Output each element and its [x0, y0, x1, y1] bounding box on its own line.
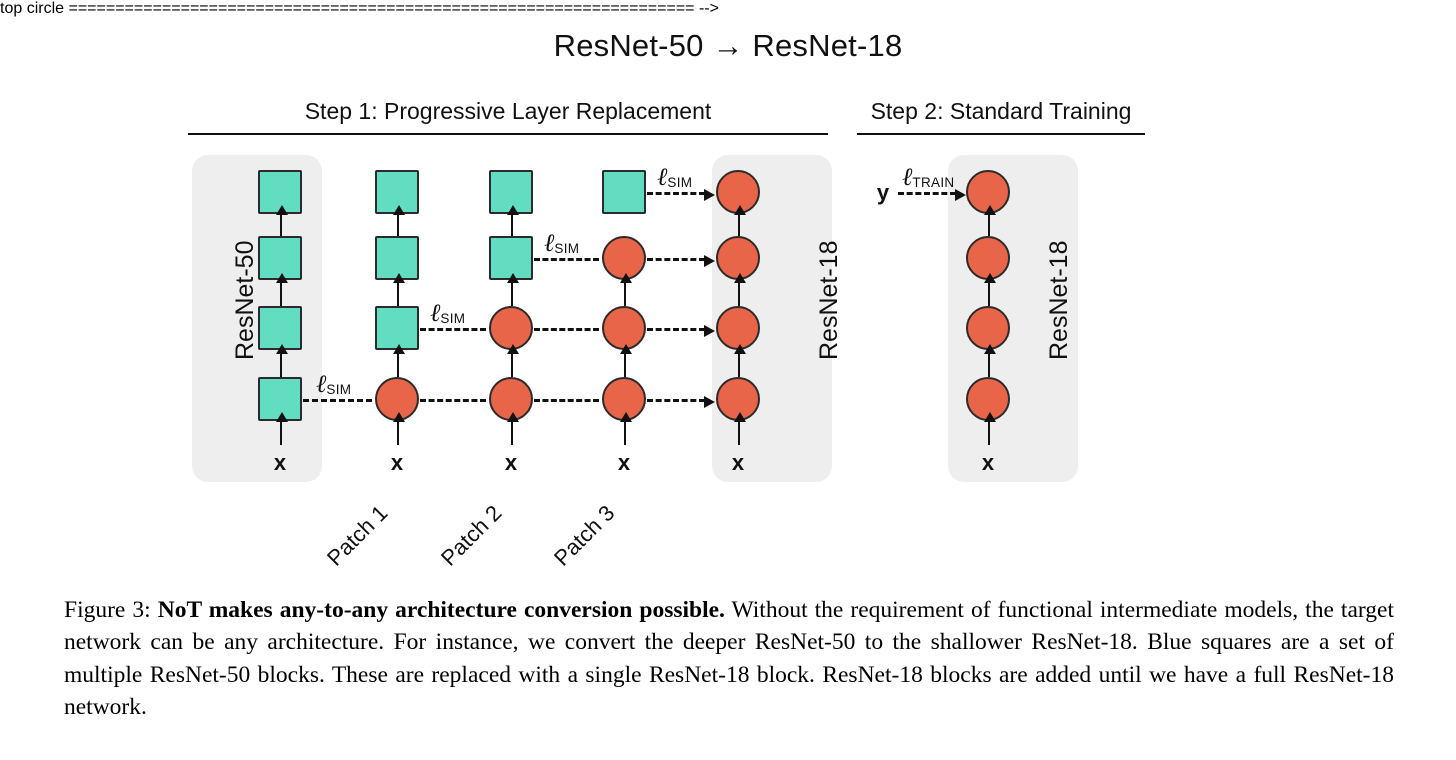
arrow-resnet18-input	[733, 412, 746, 445]
input-label-resnet18: x	[731, 450, 745, 475]
loss-subscript: SIM	[667, 175, 693, 190]
arrow-patch1-2-3	[392, 273, 405, 306]
patch-label-1: Patch 1	[322, 500, 393, 571]
arrow-resnet18-2-3	[733, 273, 746, 306]
arrow-resnet18-step2-2-3	[983, 273, 996, 306]
input-label-resnet50: x	[273, 450, 287, 475]
train-connector	[898, 188, 966, 201]
panel-label-resnet18: ResNet-18	[815, 240, 843, 361]
arrow-resnet50-input	[275, 412, 288, 445]
arrow-patch2-3-4	[506, 205, 519, 236]
loss-subscript: SIM	[440, 311, 466, 326]
loss-label-sim-3: ℓSIM	[544, 231, 579, 256]
caption-bold: NoT makes any-to-any architecture conver…	[157, 597, 725, 623]
arrow-resnet50-3-4	[275, 205, 288, 236]
arrow-patch3-1-2	[619, 344, 632, 377]
loss-symbol-icon: ℓ	[430, 300, 441, 327]
sim-connector-row2-b	[534, 328, 599, 331]
loss-subscript: SIM	[554, 241, 580, 256]
node-resnet18-step2-block-3	[966, 236, 1010, 280]
arrow-resnet50-1-2	[275, 344, 288, 377]
arrow-patch1-1-2	[392, 344, 405, 377]
arrow-patch2-2-3	[506, 273, 519, 306]
input-label-resnet18-step2: x	[981, 450, 995, 475]
arrow-patch1-3-4	[392, 205, 405, 236]
input-label-patch3: x	[617, 450, 631, 475]
sim-connector-row2-a	[420, 328, 486, 331]
caption-prefix: Figure 3:	[64, 597, 158, 623]
node-resnet50-block-2	[258, 306, 302, 350]
sim-connector-row3-b	[647, 254, 715, 267]
loss-label-sim-4: ℓSIM	[657, 165, 692, 190]
patch-label-2: Patch 2	[436, 500, 507, 571]
arrow-resnet18-step2-input	[983, 412, 996, 445]
sim-connector-row1-a	[303, 399, 372, 402]
loss-subscript: SIM	[326, 382, 352, 397]
input-label-patch1: x	[390, 450, 404, 475]
arrow-resnet50-2-3	[275, 273, 288, 306]
sim-connector-row3-a	[534, 258, 599, 261]
arrow-patch2-input	[506, 412, 519, 445]
arrow-resnet18-1-2	[733, 344, 746, 377]
node-patch1-block-2	[375, 306, 419, 350]
arrow-resnet18-step2-3-4	[983, 205, 996, 236]
page-title: ResNet-50 → ResNet-18	[553, 28, 903, 63]
arrow-patch3-input	[619, 412, 632, 445]
step-1-header: Step 1: Progressive Layer Replacement	[304, 98, 712, 124]
sim-connector-row4-a	[647, 188, 715, 201]
loss-label-train: ℓTRAIN	[902, 165, 954, 190]
node-resnet18-block-2	[716, 306, 760, 350]
loss-symbol-icon: ℓ	[316, 371, 327, 398]
arrow-resnet18-3-4	[733, 205, 746, 236]
sim-connector-row1-d	[647, 395, 715, 408]
arrow-patch3-2-3	[619, 273, 632, 306]
arrow-patch1-input	[392, 412, 405, 445]
node-patch3-block-3	[602, 236, 646, 280]
patch-label-3: Patch 3	[549, 500, 620, 571]
arrow-patch2-1-2	[506, 344, 519, 377]
step-2-header: Step 2: Standard Training	[870, 98, 1132, 124]
figure-caption: Figure 3: NoT makes any-to-any architect…	[64, 594, 1394, 724]
sim-connector-row1-c	[534, 399, 599, 402]
loss-symbol-icon: ℓ	[544, 230, 555, 257]
panel-label-resnet18-step2: ResNet-18	[1045, 240, 1073, 361]
step-2-divider	[857, 133, 1145, 135]
loss-label-sim-2: ℓSIM	[430, 301, 465, 326]
node-patch3-block-4	[602, 170, 646, 214]
input-label-patch2: x	[504, 450, 518, 475]
sim-connector-row2-c	[647, 324, 715, 337]
caption-body: Without the requirement of functional in…	[64, 597, 1394, 721]
target-label-y: y	[876, 180, 890, 205]
loss-symbol-icon: ℓ	[902, 164, 913, 191]
step-1-divider	[188, 133, 828, 135]
arrow-resnet18-step2-1-2	[983, 344, 996, 377]
loss-label-sim-1: ℓSIM	[316, 372, 351, 397]
loss-symbol-icon: ℓ	[657, 164, 668, 191]
loss-subscript: TRAIN	[912, 175, 955, 190]
sim-connector-row1-b	[420, 399, 486, 402]
node-resnet18-step2-block-2	[966, 306, 1010, 350]
panel-label-resnet50: ResNet-50	[231, 240, 259, 361]
